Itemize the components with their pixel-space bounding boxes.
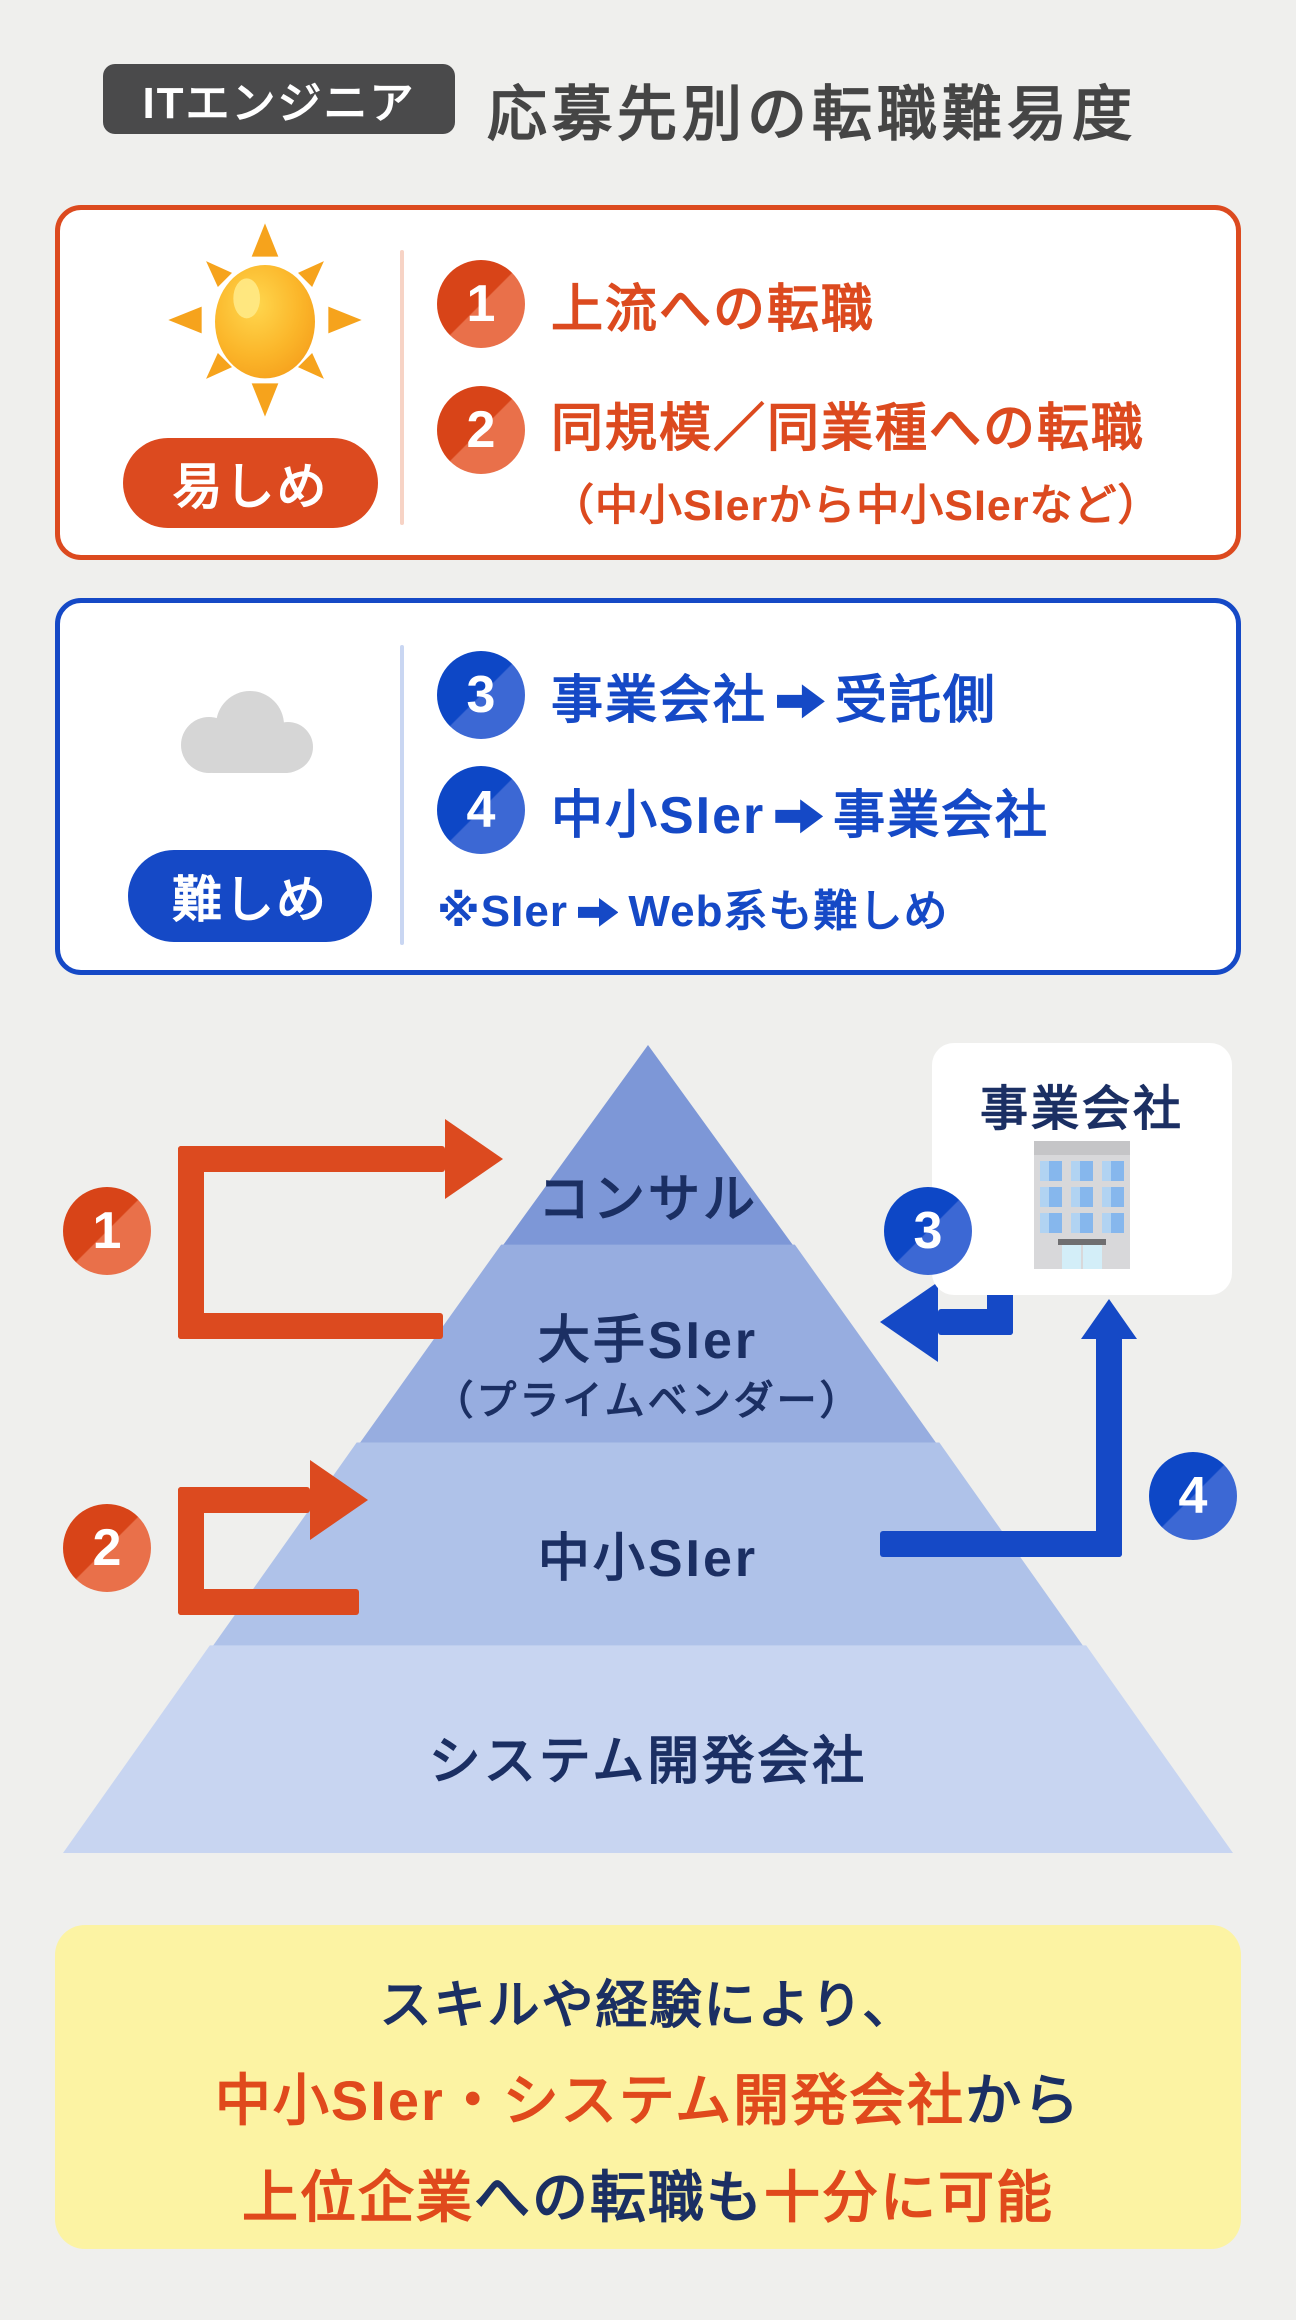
easy-item-1: 1 上流への転職 [437,260,875,348]
route-1-badge: 1 [63,1187,151,1275]
header-badge: ITエンジニア [103,64,455,134]
route-1-arrow [178,1146,204,1339]
route-2-arrowhead [310,1460,368,1540]
footer-line: 中小SIer・システム開発会社から [55,2056,1241,2137]
footer-line: スキルや経験により、 [55,1963,1241,2038]
item-from: 中小SIer [551,786,766,845]
arrow-right-icon [777,684,825,719]
item-label: 同規模／同業種への転職 [551,400,1146,458]
item-number-badge: 2 [437,386,525,474]
route-1-arrow [178,1146,445,1172]
arrow-right-icon [775,799,824,834]
route-3-arrow [938,1309,1013,1335]
route-1-arrow [178,1313,443,1339]
route-2-arrow [178,1589,359,1615]
company-card: 事業会社 [932,1043,1232,1295]
route-4-badge: 4 [1149,1452,1237,1540]
footer-text: への転職も [474,2166,764,2229]
footer-text: 十分に可能 [764,2166,1054,2229]
hard-item-3: 3 事業会社 受託側 [437,651,997,739]
easy-card: 易しめ 1 上流への転職 2 同規模／同業種への転職 （中小SIerから中小SI… [55,205,1241,560]
footer-line: 上位企業への転職も十分に可能 [55,2153,1241,2234]
item-sublabel: （中小SIerから中小SIerなど） [551,482,1162,530]
building-icon [1034,1141,1130,1269]
route-2-arrow [178,1487,310,1513]
easy-level-badge: 易しめ [123,438,378,528]
hard-card: 難しめ 3 事業会社 受託側 4 中小SIer 事業会社 ※SIer Web系も難しめ [55,598,1241,975]
hard-item-4: 4 中小SIer 事業会社 [437,766,1049,854]
item-label: 事業会社 受託側 [551,658,997,733]
route-4-arrowhead [1081,1299,1137,1339]
pyramid-level-dev-company [63,1645,1233,1853]
cloud-icon [181,691,313,773]
footer-text: 上位企業 [242,2166,474,2229]
route-4-arrow [1096,1336,1122,1557]
route-1-arrowhead [445,1119,503,1199]
route-2-badge: 2 [63,1504,151,1592]
sun-icon [168,223,362,417]
pyramid-label: 大手SIer [537,1312,759,1370]
hard-level-badge: 難しめ [128,850,372,942]
item-number-badge: 4 [437,766,525,854]
company-card-label: 事業会社 [979,1083,1184,1136]
item-to: 事業会社 [833,786,1050,845]
pyramid-label: 中小SIer [537,1530,759,1588]
footer-note: スキルや経験により、 中小SIer・システム開発会社から 上位企業への転職も十分… [55,1925,1241,2249]
footer-text: スキルや経験により、 [379,1977,917,2035]
footer-text: 中小SIer・システム開発会社 [214,2069,966,2132]
route-4-arrow [880,1531,1122,1557]
note-prefix: ※SIer [437,887,568,936]
pyramid-label: コンサル [537,1171,758,1229]
item-label: 中小SIer 事業会社 [551,773,1049,848]
footer-text: から [965,2069,1082,2132]
arrow-right-icon [577,897,619,927]
route-3-badge: 3 [884,1187,972,1275]
item-to: 受託側 [834,671,997,730]
divider [400,250,404,525]
item-from: 事業会社 [551,671,768,730]
pyramid-label: システム開発会社 [428,1733,868,1791]
item-label: 上流への転職 [551,280,876,339]
pyramid-sublabel: （プライムベンダー） [433,1379,863,1423]
easy-item-2: 2 同規模／同業種への転職 （中小SIerから中小SIerなど） [437,386,1162,533]
hard-note: ※SIer Web系も難しめ [437,875,949,939]
item-number-badge: 3 [437,651,525,739]
divider [400,645,404,945]
item-number-badge: 1 [437,260,525,348]
route-3-arrowhead [880,1282,938,1362]
page-title: 応募先別の転職難易度 [487,81,1137,148]
note-suffix: Web系も難しめ [628,887,949,936]
